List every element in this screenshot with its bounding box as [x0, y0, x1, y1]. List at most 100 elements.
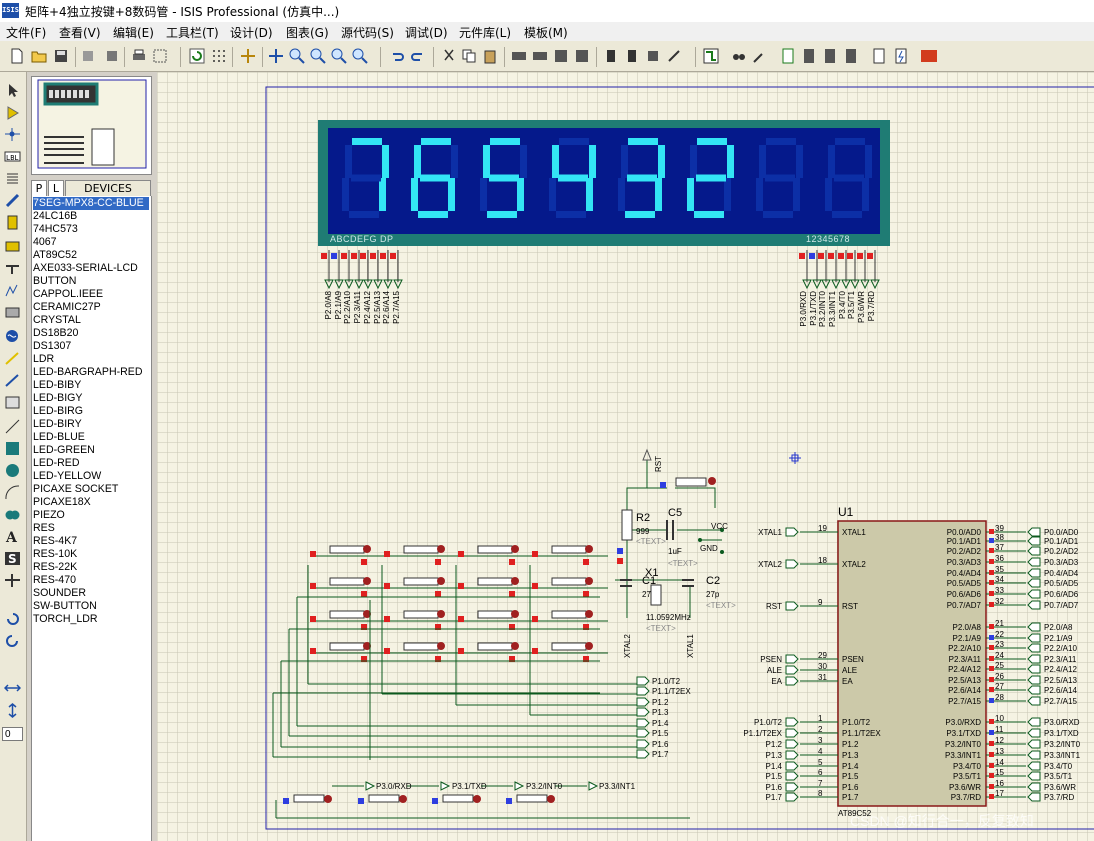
export-section-icon[interactable] — [103, 48, 119, 64]
matrix-key-button[interactable] — [329, 577, 365, 586]
marker-icon[interactable] — [4, 573, 21, 588]
generator-icon[interactable] — [4, 329, 21, 344]
keypad-matrix[interactable] — [272, 545, 640, 760]
arc-icon[interactable] — [4, 485, 21, 500]
device-item[interactable]: SOUNDER — [33, 587, 86, 599]
block-delete-icon[interactable] — [574, 48, 590, 64]
package-tool-icon[interactable] — [645, 48, 661, 64]
symbol-icon[interactable]: S — [4, 551, 21, 566]
paste-icon[interactable] — [482, 48, 498, 64]
matrix-key-button[interactable] — [477, 642, 513, 651]
independent-keys[interactable] — [275, 781, 690, 819]
path-icon[interactable] — [4, 507, 21, 522]
device-item[interactable]: LED-BARGRAPH-RED — [33, 366, 143, 378]
zoom-child-icon[interactable] — [822, 48, 838, 64]
matrix-key-button[interactable] — [329, 642, 365, 651]
terminals-icon[interactable] — [4, 239, 21, 254]
device-item[interactable]: RES-470 — [33, 574, 76, 586]
buses-icon[interactable] — [4, 193, 21, 208]
pan-icon[interactable] — [268, 48, 284, 64]
device-pins-icon[interactable] — [4, 261, 21, 276]
zoom-in-icon[interactable] — [289, 48, 305, 64]
zoom-all-icon[interactable] — [331, 48, 347, 64]
independent-key-button[interactable] — [516, 794, 548, 803]
print-icon[interactable] — [131, 48, 147, 64]
block-rotate-icon[interactable] — [553, 48, 569, 64]
block-move-icon[interactable] — [532, 48, 548, 64]
line-icon[interactable] — [4, 419, 21, 434]
device-item[interactable]: LED-RED — [33, 457, 80, 469]
device-item[interactable]: 74HC573 — [33, 223, 78, 235]
device-item[interactable]: CERAMIC27P — [33, 301, 101, 313]
matrix-key-button[interactable] — [477, 545, 513, 554]
remove-sheet-icon[interactable] — [801, 48, 817, 64]
device-item[interactable]: LED-BLUE — [33, 431, 85, 443]
device-item[interactable]: LED-GREEN — [33, 444, 95, 456]
device-item[interactable]: AXE033-SERIAL-LCD — [33, 262, 138, 274]
device-item[interactable]: PICAXE18X — [33, 496, 91, 508]
device-item[interactable]: CAPPOL.IEEE — [33, 288, 104, 300]
device-item[interactable]: LED-BIRY — [33, 418, 82, 430]
open-folder-icon[interactable] — [31, 48, 47, 64]
device-item[interactable]: DS18B20 — [33, 327, 79, 339]
device-item[interactable]: BUTTON — [33, 275, 77, 287]
subcircuit-icon[interactable] — [4, 215, 21, 230]
import-section-icon[interactable] — [81, 48, 97, 64]
matrix-key-button[interactable] — [551, 610, 587, 619]
property-tool-icon[interactable] — [752, 48, 768, 64]
menu-edit[interactable]: 编辑(E) — [113, 26, 154, 40]
menu-template[interactable]: 模板(M) — [524, 26, 568, 40]
rotate-ccw-icon[interactable] — [4, 633, 21, 648]
matrix-key-button[interactable] — [551, 577, 587, 586]
wire-label-icon[interactable]: LBL — [4, 149, 21, 164]
matrix-key-button[interactable] — [403, 642, 439, 651]
device-item[interactable]: DS1307 — [33, 340, 72, 352]
device-item[interactable]: LED-BIRG — [33, 405, 84, 417]
make-device-icon[interactable] — [624, 48, 640, 64]
voltage-probe-icon[interactable] — [4, 351, 21, 366]
cut-icon[interactable] — [441, 48, 457, 64]
block-copy-icon[interactable] — [511, 48, 527, 64]
device-item[interactable]: RES-4K7 — [33, 535, 78, 547]
device-item[interactable]: AT89C52 — [33, 249, 77, 261]
print-area-icon[interactable] — [152, 48, 168, 64]
origin-icon[interactable] — [240, 48, 256, 64]
independent-key-button[interactable] — [442, 794, 474, 803]
save-icon[interactable] — [53, 48, 69, 64]
box-icon[interactable] — [4, 441, 21, 456]
menu-library[interactable]: 元件库(L) — [459, 26, 512, 40]
new-sheet-icon[interactable] — [780, 48, 796, 64]
matrix-key-button[interactable] — [403, 610, 439, 619]
menu-source[interactable]: 源代码(S) — [341, 26, 394, 40]
bill-of-materials-icon[interactable] — [843, 48, 859, 64]
x1-crystal[interactable] — [650, 584, 662, 606]
redo-icon[interactable] — [410, 48, 426, 64]
wire-autorouter-icon[interactable] — [703, 48, 719, 64]
zoom-out-icon[interactable] — [310, 48, 326, 64]
search-icon[interactable] — [731, 48, 747, 64]
decompose-icon[interactable] — [666, 48, 682, 64]
seven-segment-display[interactable]: ABCDEFG DP 12345678 — [318, 120, 890, 246]
junction-dot-icon[interactable] — [4, 127, 21, 142]
device-item[interactable]: 24LC16B — [33, 210, 78, 222]
reset-button[interactable] — [675, 477, 707, 487]
device-item[interactable]: LED-BIGY — [33, 392, 83, 404]
mirror-x-icon[interactable] — [4, 681, 21, 696]
grid-icon[interactable] — [211, 48, 227, 64]
ares-icon[interactable] — [921, 48, 937, 64]
device-item[interactable]: RES — [33, 522, 55, 534]
device-item[interactable]: LED-BIBY — [33, 379, 82, 391]
menu-view[interactable]: 查看(V) — [59, 26, 101, 40]
device-item[interactable]: PIEZO — [33, 509, 65, 521]
rotate-cw-icon[interactable] — [4, 611, 21, 626]
refresh-icon[interactable] — [189, 48, 205, 64]
device-item[interactable]: TORCH_LDR — [33, 613, 98, 625]
device-item[interactable]: LDR — [33, 353, 55, 365]
rotation-angle-input[interactable]: 0 — [2, 727, 23, 741]
device-item[interactable]: CRYSTAL — [33, 314, 81, 326]
menu-graph[interactable]: 图表(G) — [286, 26, 329, 40]
schematic-canvas[interactable]: ABCDEFG DP 12345678 P2.0/A8 P2.1/A9 P2.2… — [157, 72, 1094, 841]
virtual-instruments-icon[interactable] — [4, 395, 21, 410]
device-item[interactable]: RES-22K — [33, 561, 78, 573]
tape-recorder-icon[interactable] — [4, 305, 21, 320]
